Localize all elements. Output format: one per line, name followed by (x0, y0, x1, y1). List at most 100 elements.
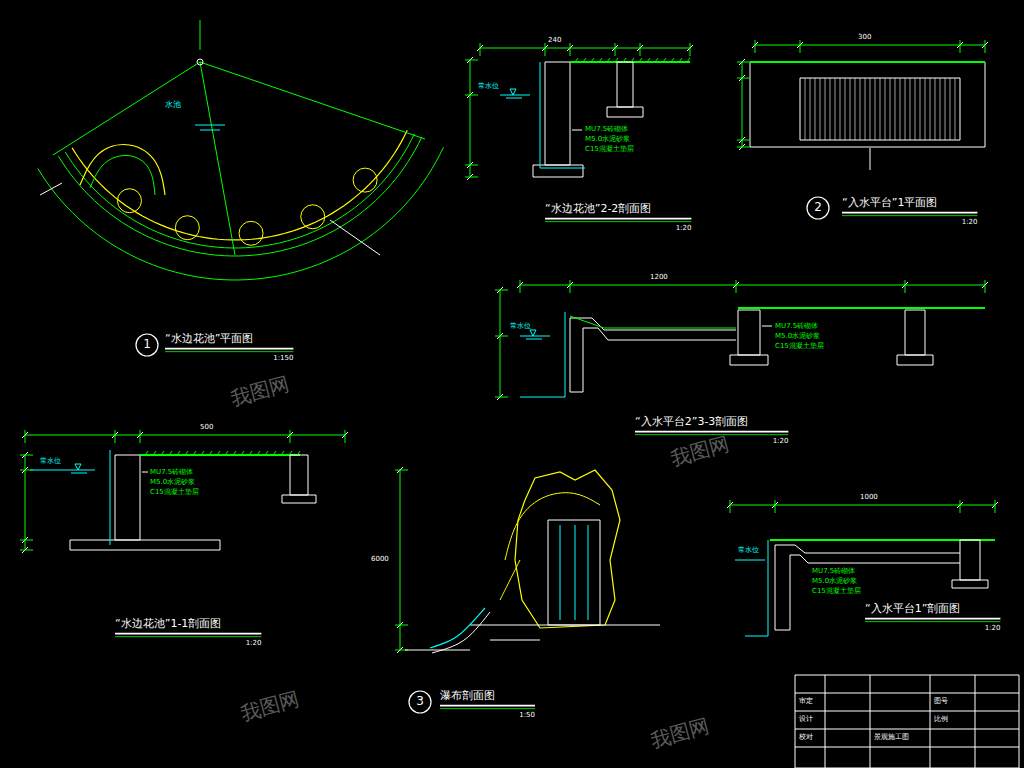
title-underline (865, 621, 1000, 622)
grass-tick (289, 451, 292, 455)
table-rule (825, 675, 826, 768)
deck-board (860, 78, 861, 140)
extension-line (737, 140, 750, 141)
wall-outline (607, 107, 643, 117)
extension-line (800, 40, 801, 53)
deck-board (870, 78, 871, 140)
water-line (735, 560, 765, 561)
callout-number: 1 (143, 338, 151, 351)
wall-outline (545, 62, 570, 165)
grass-tick (153, 451, 156, 455)
extension-line (20, 455, 33, 456)
table-cell: 图号 (934, 697, 948, 705)
extension-line (985, 40, 986, 53)
extension-line (905, 280, 906, 293)
wall-outline (282, 495, 316, 503)
ground-line (140, 454, 300, 456)
dimension-text: 6000 (371, 555, 389, 563)
extension-line (395, 625, 408, 626)
grass-tick (639, 58, 642, 62)
waterproof-liner (745, 540, 768, 636)
extension-line (775, 500, 776, 513)
extension-line (545, 43, 546, 56)
ground-line (738, 307, 985, 309)
deck-board (920, 78, 921, 140)
extension-line (20, 540, 33, 541)
deck-board (900, 78, 901, 140)
material-note: M5.0水泥砂浆 (812, 577, 857, 585)
water-line (65, 470, 95, 471)
drawing-title: “入水平台2”3-3剖面图 (635, 416, 748, 429)
dimension-text: 300 (858, 33, 871, 41)
slab-outline (790, 555, 960, 563)
callout-number: 2 (814, 201, 822, 214)
leader-line (142, 472, 148, 473)
deck-board (895, 78, 896, 140)
grass-tick (647, 58, 650, 62)
grass-tick (599, 58, 602, 62)
wall-outline (115, 455, 140, 540)
table-rule (795, 729, 1019, 730)
grass-tick (615, 58, 618, 62)
drawing-title: 瀑布剖面图 (440, 690, 495, 703)
grass-tick (273, 451, 276, 455)
drawing-title: “入水平台1”剖面图 (865, 603, 960, 616)
callout-circle-outline (136, 334, 158, 356)
title-underline (842, 212, 977, 214)
dimension-line (470, 60, 471, 177)
water-line (526, 339, 542, 340)
dimension-line (742, 62, 743, 147)
wall-outline (738, 310, 760, 355)
title-underline (440, 705, 535, 707)
planter-scallop (239, 221, 263, 245)
planter-scallop (117, 189, 141, 213)
dimension-text: 1200 (650, 273, 668, 281)
table-rule (870, 675, 871, 768)
extension-line (736, 280, 737, 293)
deck-board (830, 78, 831, 140)
material-note: MU7.5砖砌体 (150, 468, 193, 476)
deck-board (925, 78, 926, 140)
dimension-line (755, 45, 985, 46)
deck-board (835, 78, 836, 140)
table-cell: 比例 (934, 715, 948, 723)
deck-board (935, 78, 936, 140)
grass-tick (607, 58, 610, 62)
callout-circle-outline (807, 197, 829, 219)
callout-circle: 2 (806, 196, 830, 220)
deck-board (825, 78, 826, 140)
slab-outline (583, 328, 736, 340)
radial-line (200, 62, 235, 255)
extension-line (985, 280, 986, 293)
grass-tick (623, 58, 626, 62)
deck-board (880, 78, 881, 140)
half-round-planter (90, 155, 155, 195)
extension-line (737, 78, 750, 79)
grass-tick (297, 451, 300, 455)
pipe-line (560, 525, 561, 620)
leader-line (40, 183, 62, 195)
deck-board (855, 78, 856, 140)
extension-line (640, 43, 641, 56)
deck-board (955, 78, 956, 140)
deck-board (815, 78, 816, 140)
deck-board (820, 78, 821, 140)
grass-tick (177, 451, 180, 455)
title-underline (842, 215, 977, 216)
title-underline (440, 708, 535, 709)
material-note: MU7.5砖砌体 (812, 567, 855, 575)
water-level-note: 常水位 (40, 457, 61, 465)
extension-line (25, 430, 26, 443)
deck-board (940, 78, 941, 140)
wall-outline (730, 355, 768, 365)
deck-board (875, 78, 876, 140)
dimension-line (500, 290, 501, 397)
grass-tick (201, 451, 204, 455)
grass-tick (671, 58, 674, 62)
material-note: MU7.5砖砌体 (585, 125, 628, 133)
table-rule (795, 693, 1019, 694)
watermark: 我图网 (238, 688, 302, 726)
water-level-note: 常水位 (510, 322, 531, 330)
